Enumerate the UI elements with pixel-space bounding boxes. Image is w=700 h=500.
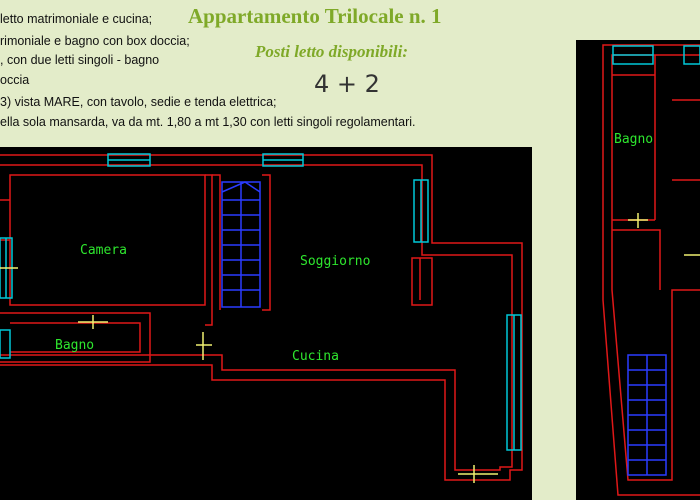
- room-label-soggiorno: Soggiorno: [300, 254, 370, 269]
- room-label-camera: Camera: [80, 243, 127, 258]
- room-label-cucina: Cucina: [292, 349, 339, 364]
- description-line-5: 3) vista MARE, con tavolo, sedie e tenda…: [0, 95, 277, 109]
- walls-main: [0, 154, 523, 481]
- description-line-2: rimoniale e bagno con box doccia;: [0, 34, 190, 48]
- floorplan-attic: Bagno: [576, 40, 700, 500]
- stairs-main: [221, 181, 261, 308]
- floorplan-main: Camera Bagno Soggiorno Cucina: [0, 147, 532, 500]
- windows-attic: [612, 45, 700, 65]
- windows-main: [0, 153, 522, 451]
- description-line-3: , con due letti singoli - bagno: [0, 53, 160, 67]
- description-line-4: occia: [0, 73, 30, 87]
- plan-background-attic: [576, 40, 700, 500]
- doors-main: [0, 267, 498, 483]
- walls-attic: [602, 44, 700, 496]
- room-label-bagno: Bagno: [55, 338, 94, 353]
- doors-attic: [628, 213, 700, 256]
- description-line-6: ella sola mansarda, va da mt. 1,80 a mt …: [0, 115, 416, 129]
- room-label-attic-bagno: Bagno: [614, 132, 653, 147]
- description-line-1: letto matrimoniale e cucina;: [0, 12, 153, 26]
- page-title: Appartamento Trilocale n. 1: [188, 4, 442, 28]
- stairs-attic: [627, 354, 667, 476]
- beds-subtitle: Posti letto disponibili:: [255, 42, 409, 61]
- beds-count: 4 + 2: [314, 70, 380, 98]
